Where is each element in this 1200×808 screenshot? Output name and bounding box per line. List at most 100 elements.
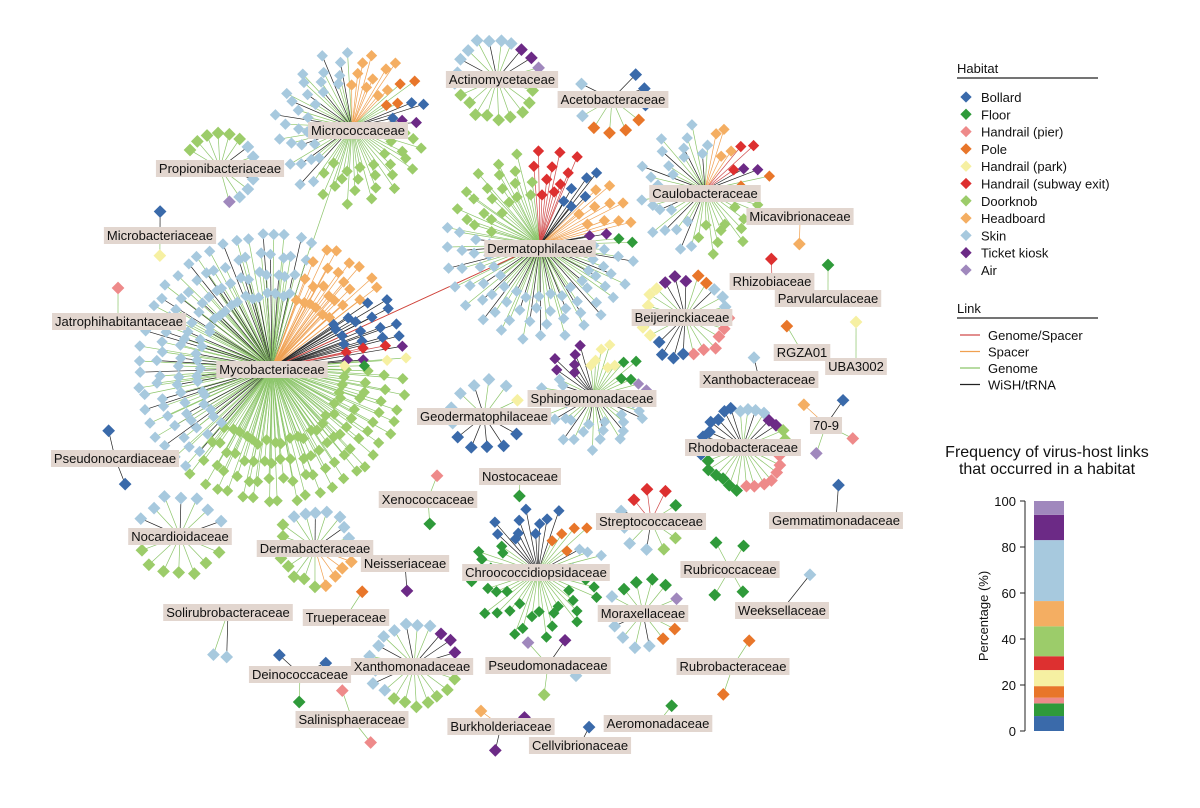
bar-segments	[1034, 501, 1064, 731]
host-node-doorknob	[511, 148, 523, 160]
host-node-handrail-subway-exit	[764, 252, 778, 266]
host-node-skin	[134, 340, 146, 352]
host-node-skin	[231, 234, 243, 247]
host-node-skin	[174, 491, 188, 505]
host-node-skin	[294, 178, 306, 191]
host-node-bollard	[581, 172, 593, 184]
host-node-skin	[194, 333, 206, 346]
host-node-doorknob	[214, 437, 226, 449]
host-node-skin	[190, 250, 203, 263]
host-node-doorknob	[486, 193, 498, 205]
host-node-skin	[598, 243, 610, 256]
host-node-skin	[191, 274, 203, 286]
host-node-pole	[561, 545, 573, 557]
host-node-bollard	[491, 528, 504, 540]
family-nostocaceae	[513, 489, 526, 503]
habitat-label: Handrail (subway exit)	[981, 177, 1110, 192]
host-node-skin	[545, 288, 557, 300]
host-node-headboard	[319, 579, 333, 593]
host-node-pole	[742, 634, 756, 648]
family-solirubrobacteraceae	[207, 648, 234, 664]
link-line	[271, 285, 324, 369]
link-line	[686, 137, 706, 191]
host-node-skin	[219, 261, 232, 274]
host-node-skin	[583, 418, 595, 430]
host-node-doorknob	[375, 395, 387, 407]
link-line	[271, 367, 320, 451]
host-node-doorknob	[387, 692, 401, 705]
label-background	[462, 564, 610, 581]
bar-segment-handrail-pier	[1034, 697, 1064, 704]
host-node-floor	[358, 360, 370, 372]
host-node-doorknob	[328, 431, 340, 443]
host-node-skin	[203, 245, 216, 257]
host-node-bollard	[374, 321, 387, 334]
family-gemmatimonadaceae	[832, 478, 845, 492]
host-node-ticket-kiosk	[400, 584, 414, 598]
host-node-headboard	[598, 214, 610, 227]
label-background	[676, 658, 790, 675]
link-line	[514, 571, 539, 635]
family-rgza01	[780, 319, 794, 333]
family-name: Rubrobacteraceae	[680, 659, 787, 674]
host-node-skin	[441, 222, 454, 234]
host-node-handrail-park	[604, 339, 616, 351]
host-node-ticket-kiosk	[551, 364, 563, 376]
host-node-skin	[667, 168, 679, 181]
host-node-skin	[196, 385, 209, 398]
host-node-doorknob	[157, 564, 170, 578]
link-line	[271, 249, 328, 369]
host-node-doorknob	[369, 169, 381, 181]
host-node-skin	[134, 512, 148, 525]
habitat-legend-handrail-pier: Handrail (pier)	[960, 125, 1063, 140]
host-node-skin	[647, 226, 659, 238]
family-weeksellaceae	[803, 568, 817, 582]
host-node-doorknob	[328, 397, 340, 410]
link-line	[537, 571, 547, 638]
host-node-skin	[299, 507, 313, 521]
host-node-skin	[269, 287, 281, 300]
host-node-skin	[317, 86, 330, 98]
host-node-air	[632, 378, 645, 390]
host-node-skin	[186, 317, 198, 329]
host-node-skin	[590, 270, 602, 282]
host-node-headboard	[366, 272, 378, 284]
habitat-legend-headboard: Headboard	[960, 211, 1045, 226]
family-label-rhizobiaceae: Rhizobiaceae	[729, 273, 815, 290]
family-name: 70-9	[813, 418, 839, 433]
host-node-pole	[355, 585, 369, 599]
link-line	[457, 208, 541, 246]
host-node-skin	[215, 282, 228, 294]
host-node-doorknob	[314, 487, 326, 499]
habitat-swatch	[960, 160, 972, 172]
habitat-swatch	[960, 91, 972, 103]
host-node-skin	[686, 119, 698, 131]
host-node-floor	[423, 517, 437, 531]
host-node-skin	[486, 288, 498, 301]
host-node-doorknob	[277, 472, 290, 484]
link-line	[271, 321, 356, 369]
host-node-skin	[663, 160, 675, 172]
family-label-dermatophilaceae: Dermatophilaceae	[484, 240, 596, 257]
host-node-floor	[490, 586, 503, 598]
family-label-microbacteriaceae: Microbacteriaceae	[103, 227, 217, 244]
label-background	[308, 122, 408, 139]
host-node-doorknob	[269, 436, 282, 449]
family-label-geodermatophilaceae: Geodermatophilaceae	[417, 408, 551, 425]
host-node-headboard	[307, 256, 319, 268]
host-node-bollard	[118, 477, 132, 491]
host-node-doorknob	[271, 495, 283, 507]
label-background	[685, 439, 801, 456]
host-node-skin	[617, 416, 630, 428]
link-line	[246, 367, 273, 437]
link-legend-wish-trna: WiSH/tRNA	[960, 378, 1056, 393]
habitat-swatch	[960, 125, 972, 138]
bar-segment-air	[1034, 501, 1064, 515]
host-node-skin	[576, 275, 588, 287]
host-node-skin	[219, 305, 231, 317]
link-line	[351, 55, 372, 128]
host-node-doorknob	[259, 455, 271, 467]
host-node-doorknob	[238, 455, 251, 467]
host-node-floor	[613, 233, 625, 245]
host-node-skin	[534, 329, 547, 342]
